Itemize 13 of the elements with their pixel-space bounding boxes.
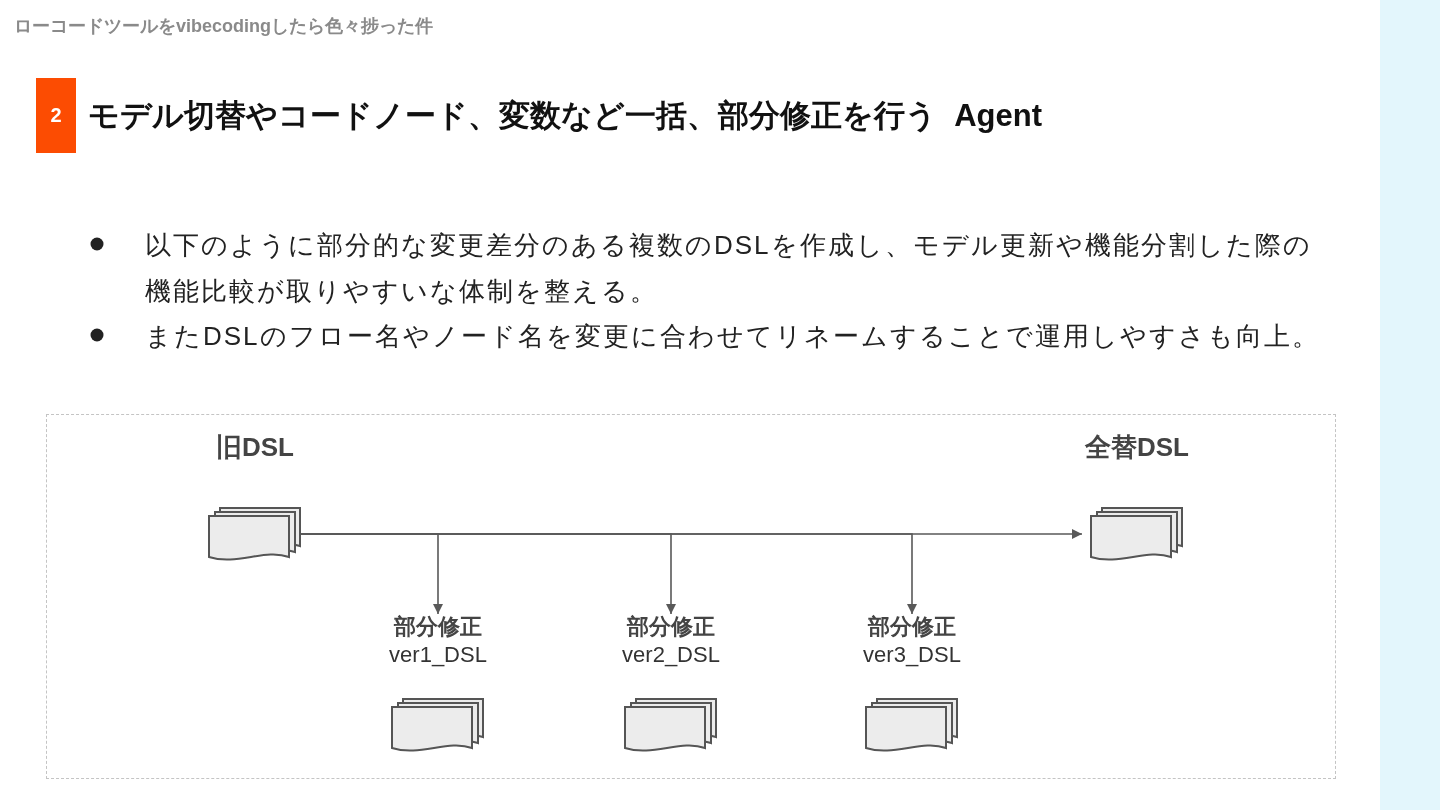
header-text: ローコードツールをvibecodingしたら色々捗った件 xyxy=(14,15,433,38)
version-label: ver1_DSL xyxy=(388,642,488,668)
version-label: ver2_DSL xyxy=(621,642,721,668)
bullet-text: またDSLのフロー名やノード名を変更に合わせてリネームすることで運用しやすさも向上。 xyxy=(145,320,1320,353)
node-heading: 部分修正 xyxy=(625,614,716,640)
number-badge: 2 xyxy=(36,78,76,153)
bullet-text: 以下のように部分的な変更差分のある複数のDSLを作成し、モデル更新や機能分割した際の機能比較が取りやすいな体制を整える。 xyxy=(145,229,1313,308)
node-heading: 旧DSL xyxy=(215,432,295,462)
node-heading: 部分修正 xyxy=(392,614,483,640)
node-heading: 全替DSL xyxy=(1084,432,1190,462)
version-label: ver3_DSL xyxy=(862,642,962,668)
slide-title: モデル切替やコードノード、変数など一括、部分修正を行う Agent xyxy=(88,97,1043,135)
node-heading: 部分修正 xyxy=(866,614,957,640)
